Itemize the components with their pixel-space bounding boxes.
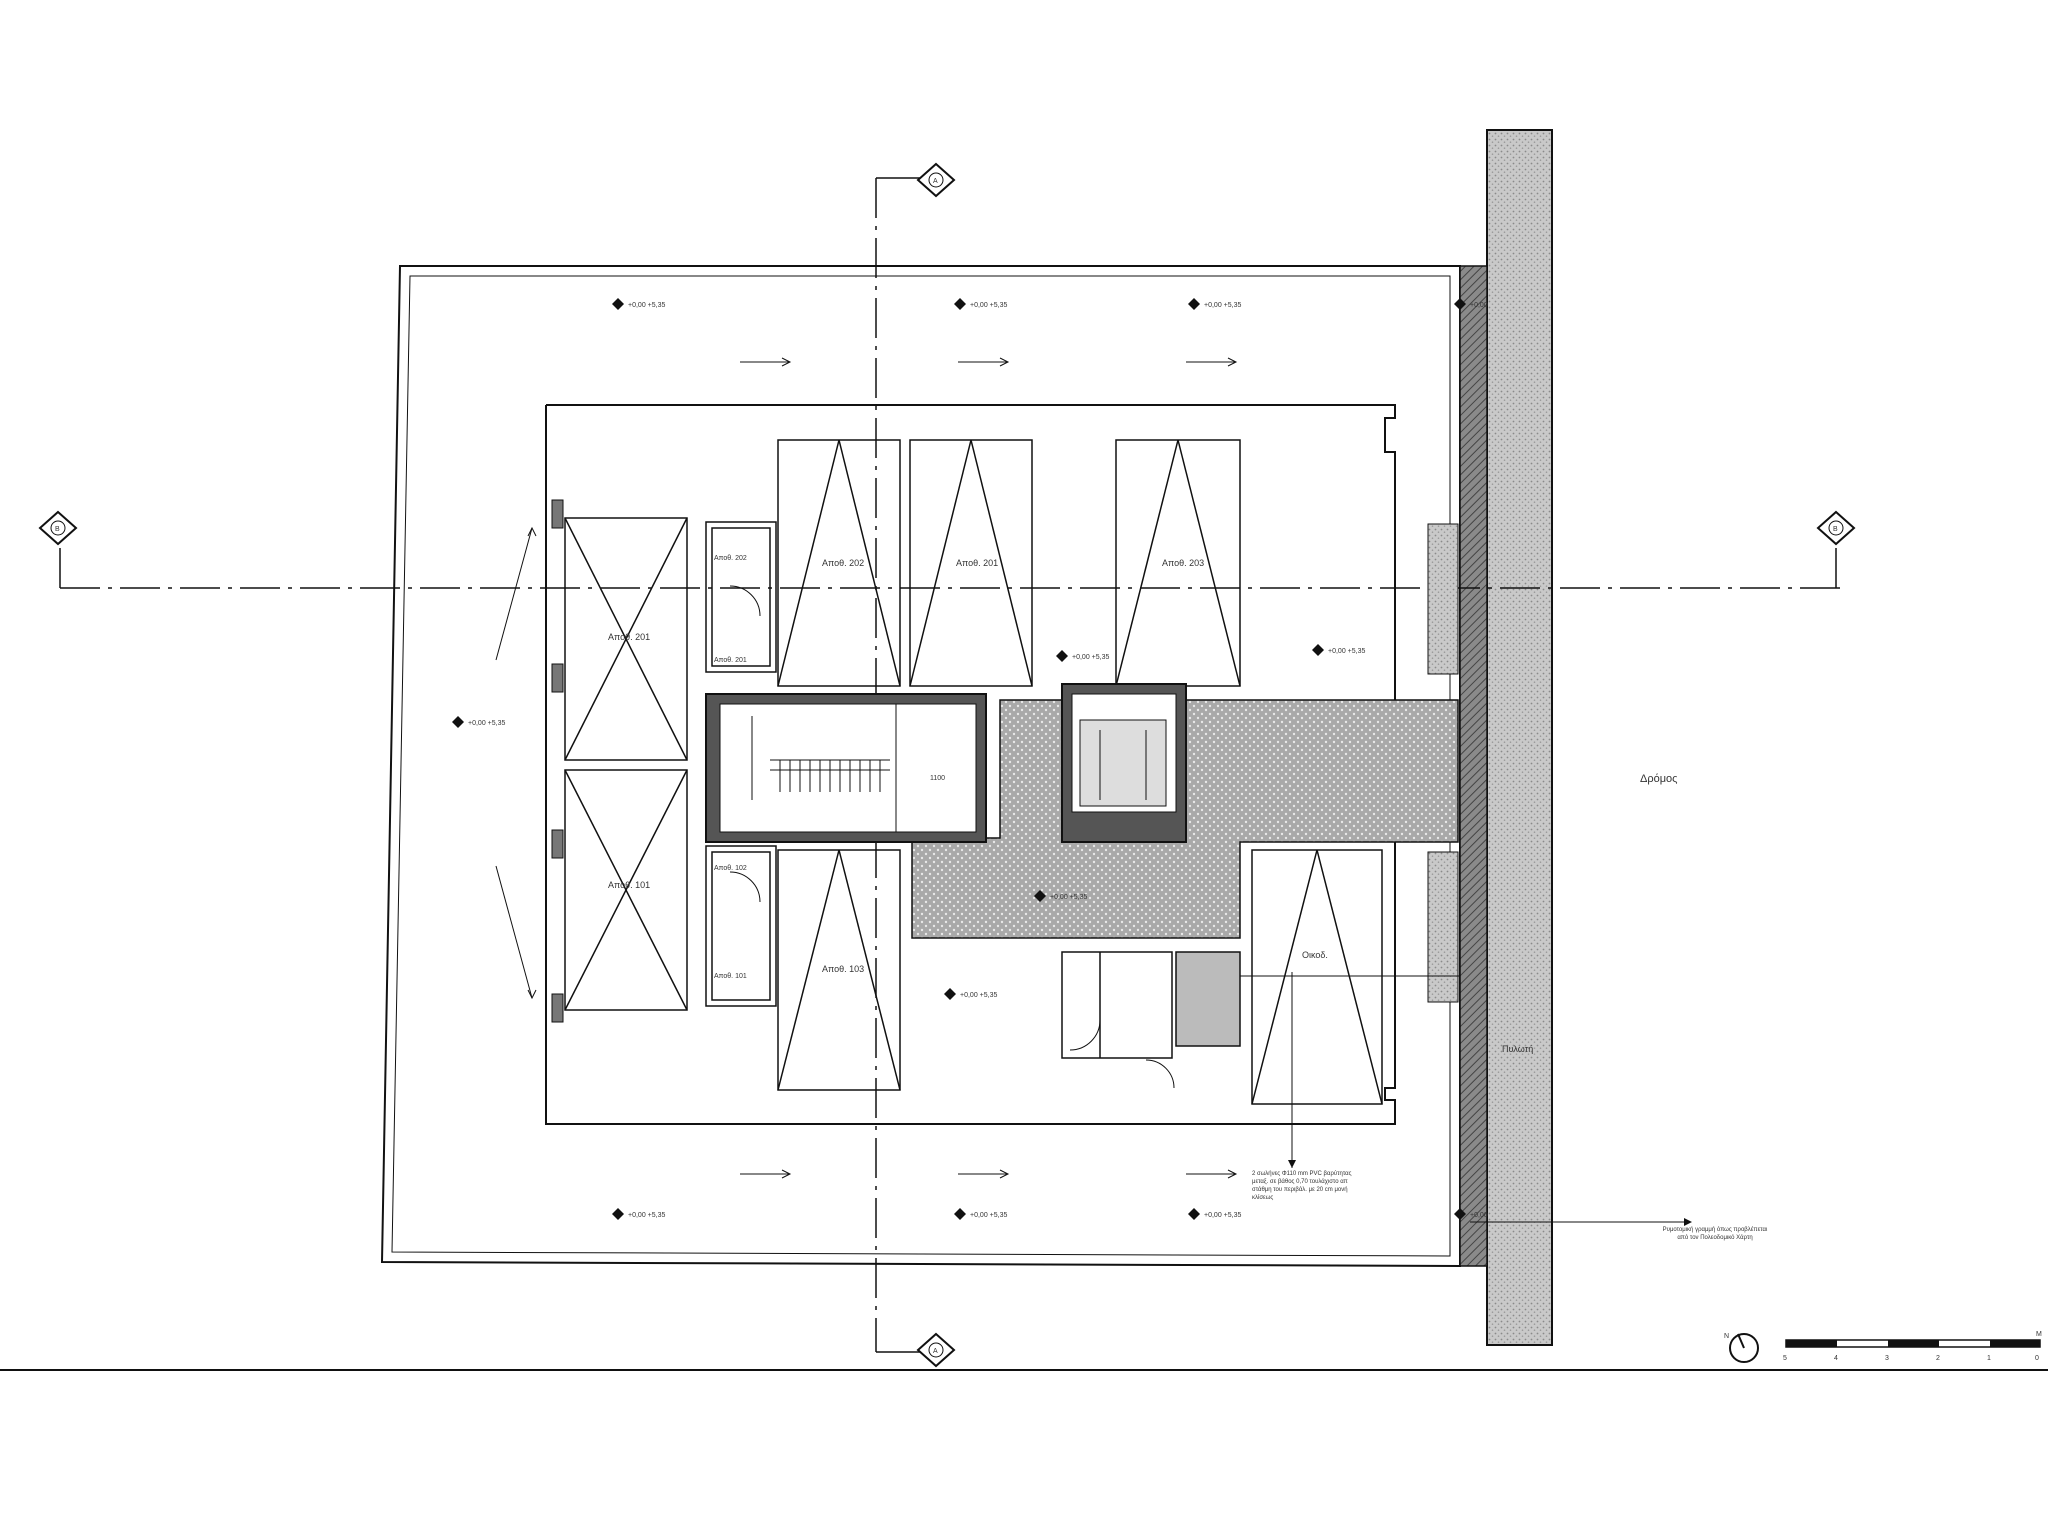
storage-201-top <box>909 439 1033 687</box>
small-storage-102 <box>705 845 777 1007</box>
drain-note: 2 σωλήνες Φ110 mm PVC βαρύτητας μεταξ. σ… <box>1252 1171 1352 1201</box>
svg-text:0: 0 <box>2035 1355 2039 1362</box>
boundary-wall <box>1459 265 1488 1267</box>
svg-text:+0,00 +5,35: +0,00 +5,35 <box>1204 302 1241 309</box>
planter-top <box>1427 523 1459 675</box>
level-markers: +0,00 +5,35 +0,00 +5,35 +0,00 +5,35 +0,0… <box>452 298 1488 1220</box>
svg-text:+0,00 +5,35: +0,00 +5,35 <box>1072 654 1109 661</box>
service-rooms <box>1061 951 1241 1089</box>
svg-text:+0,00: +0,00 <box>1470 1212 1488 1219</box>
svg-text:Αποθ. 102: Αποθ. 102 <box>714 865 747 872</box>
svg-text:+0,00 +5,35: +0,00 +5,35 <box>960 992 997 999</box>
svg-text:Αποθ. 201: Αποθ. 201 <box>956 558 998 568</box>
section-marker-right: B <box>1816 510 1856 546</box>
svg-text:+0,00 +5,35: +0,00 +5,35 <box>628 302 665 309</box>
svg-text:Οικοδ.: Οικοδ. <box>1302 950 1328 960</box>
svg-text:3: 3 <box>1885 1355 1889 1362</box>
planter-bottom <box>1427 851 1459 1003</box>
office-room <box>1251 849 1383 1105</box>
svg-text:1100: 1100 <box>930 775 945 782</box>
svg-text:2: 2 <box>1936 1355 1940 1362</box>
svg-text:Αποθ. 203: Αποθ. 203 <box>1162 558 1204 568</box>
road-note: Ρυμοτομική γραμμή όπως προβλέπεται από τ… <box>1662 1227 1768 1241</box>
svg-text:4: 4 <box>1834 1355 1838 1362</box>
svg-text:+0,00 +5,35: +0,00 +5,35 <box>468 720 505 727</box>
svg-text:B: B <box>55 526 60 533</box>
svg-text:N: N <box>1724 1333 1729 1340</box>
svg-text:Αποθ. 202: Αποθ. 202 <box>714 555 747 562</box>
svg-text:5: 5 <box>1783 1355 1787 1362</box>
stair-core: 1100 <box>705 693 987 843</box>
scale-bar: 5 4 3 2 1 0 M <box>1783 1331 2042 1362</box>
svg-text:Αποθ. 201: Αποθ. 201 <box>608 632 650 642</box>
svg-text:Αποθ. 103: Αποθ. 103 <box>822 964 864 974</box>
svg-text:A: A <box>933 1348 938 1355</box>
svg-text:+0,00 +5,35: +0,00 +5,35 <box>1050 894 1087 901</box>
svg-text:+0,00 +5,35: +0,00 +5,35 <box>970 302 1007 309</box>
small-storage-202 <box>705 521 777 673</box>
svg-text:M: M <box>2036 1331 2042 1338</box>
svg-text:+0,00 +5,35: +0,00 +5,35 <box>1204 1212 1241 1219</box>
svg-text:+0,00 +5,35: +0,00 +5,35 <box>1328 648 1365 655</box>
storage-202 <box>777 439 901 687</box>
pylotis-label: Πυλωτή <box>1502 1044 1533 1054</box>
svg-text:Αποθ. 201: Αποθ. 201 <box>714 657 747 664</box>
storage-103 <box>777 849 901 1091</box>
svg-text:Αποθ. 101: Αποθ. 101 <box>608 880 650 890</box>
svg-text:Αποθ. 101: Αποθ. 101 <box>714 973 747 980</box>
storage-201-left <box>564 517 688 761</box>
section-marker-bottom: A <box>916 1332 956 1368</box>
north-arrow-icon: N <box>1724 1333 1759 1363</box>
elevator-shaft <box>1061 683 1187 843</box>
svg-text:+0,00: +0,00 <box>1470 302 1488 309</box>
svg-text:+0,00 +5,35: +0,00 +5,35 <box>970 1212 1007 1219</box>
svg-text:+0,00 +5,35: +0,00 +5,35 <box>628 1212 665 1219</box>
street-strip <box>1486 129 1553 1346</box>
storage-101-left <box>564 769 688 1011</box>
section-marker-top: A <box>916 162 956 198</box>
svg-text:1: 1 <box>1987 1355 1991 1362</box>
section-marker-left: B <box>38 510 78 546</box>
svg-text:A: A <box>933 178 938 185</box>
building-outline <box>545 404 1396 1125</box>
svg-text:B: B <box>1833 526 1838 533</box>
street-label: Δρόμος <box>1640 773 1677 785</box>
svg-text:Αποθ. 202: Αποθ. 202 <box>822 558 864 568</box>
flow-arrows <box>495 357 1238 1179</box>
